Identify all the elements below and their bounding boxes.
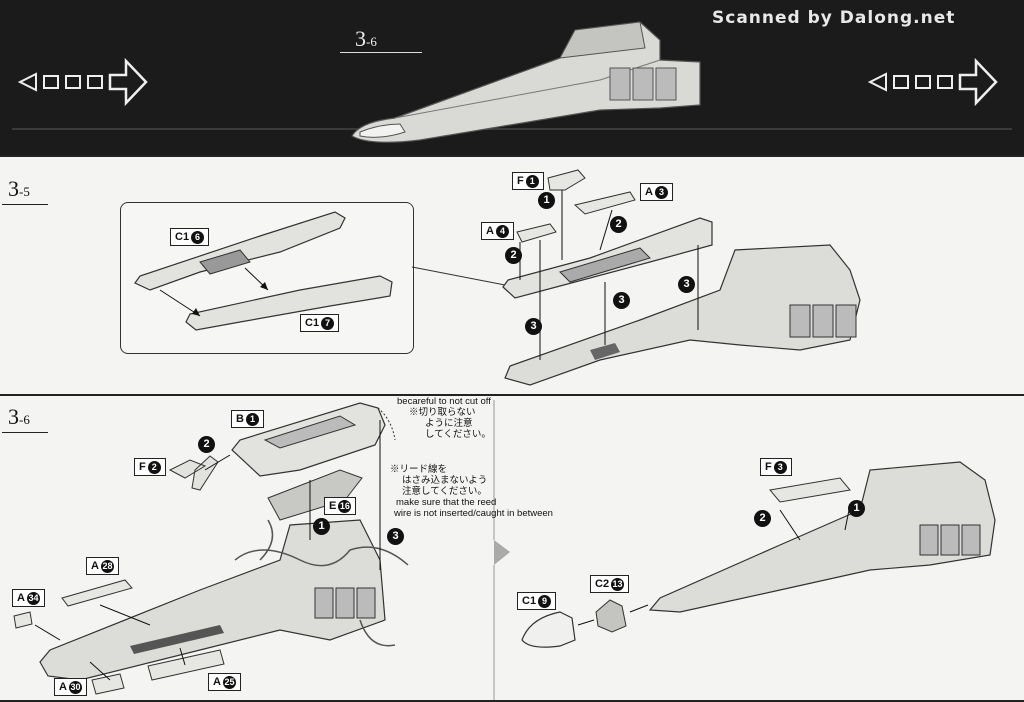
caution-note-cut-jp3: してください。 xyxy=(425,429,491,440)
part-number: 16 xyxy=(338,499,352,513)
caution-note-cut-en: becareful to not cut off xyxy=(397,396,491,407)
part-letter: C1 xyxy=(522,595,537,607)
part-letter: F xyxy=(139,461,146,473)
caution-note-cut-jp2: ように注意 xyxy=(425,418,473,429)
scanner-watermark: Scanned by Dalong.net xyxy=(712,8,956,28)
header-step-sub: -6 xyxy=(366,34,377,49)
order-mark: 3 xyxy=(613,292,630,309)
step-3-5-sub: -5 xyxy=(19,184,30,199)
caution-note-wire-en1: make sure that the reed xyxy=(396,497,497,508)
part-letter: A xyxy=(486,225,494,237)
part-letter: C1 xyxy=(305,317,320,329)
part-letter: C1 xyxy=(175,231,190,243)
step-3-5-underline xyxy=(2,204,48,205)
part-letter: B xyxy=(236,413,244,425)
step-3-5-number: 3 xyxy=(8,176,19,201)
assembled-ship-illustration xyxy=(351,21,701,143)
order-mark: 2 xyxy=(754,510,771,527)
step-header-banner: Scanned by Dalong.net 3-6 xyxy=(0,0,1024,155)
part-number: 9 xyxy=(538,594,552,608)
header-divider xyxy=(12,128,1012,130)
part-number: 13 xyxy=(611,577,625,591)
step-3-6-number: 3 xyxy=(8,404,19,429)
step-3-6-label: 3-6 xyxy=(2,404,48,433)
step-3-6-underline xyxy=(2,432,48,433)
header-step-number: 3 xyxy=(355,26,366,51)
progress-arrow-icon xyxy=(868,57,998,107)
caution-note-wire-jp3: 注意してください。 xyxy=(402,486,487,497)
order-mark: 3 xyxy=(525,318,542,335)
caution-note-cut-jp1: ※切り取らない xyxy=(409,407,476,418)
part-letter: F xyxy=(517,175,524,187)
order-mark: 1 xyxy=(538,192,555,209)
part-letter: E xyxy=(329,500,337,512)
caution-note-wire-en2: wire is not inserted/caught in between xyxy=(394,508,553,519)
part-number: 30 xyxy=(68,680,82,694)
panel-border-bottom xyxy=(0,700,1024,702)
part-number: 7 xyxy=(321,316,335,330)
part-number: 1 xyxy=(245,412,259,426)
order-mark: 2 xyxy=(505,247,522,264)
part-number: 2 xyxy=(147,460,161,474)
order-mark: 1 xyxy=(313,518,330,535)
part-letter: A xyxy=(59,681,67,693)
part-number: 28 xyxy=(100,559,114,573)
part-letter: C2 xyxy=(595,578,610,590)
part-letter: F xyxy=(765,461,772,473)
caution-note-cut: becareful to not cut off ※切り取らない ように注意 し… xyxy=(397,396,491,440)
part-number: 6 xyxy=(191,230,205,244)
order-mark: 3 xyxy=(387,528,404,545)
part-number: 4 xyxy=(495,224,509,238)
caution-note-wire-jp1: ※リード線を xyxy=(390,464,448,475)
part-letter: A xyxy=(91,560,99,572)
step-3-6-sub: -6 xyxy=(19,412,30,427)
panel-border-top xyxy=(0,155,1024,157)
progress-arrow-icon xyxy=(18,57,148,107)
order-mark: 1 xyxy=(848,500,865,517)
part-number: 25 xyxy=(222,675,236,689)
part-letter: A xyxy=(645,186,653,198)
part-letter: A xyxy=(213,676,221,688)
part-number: 3 xyxy=(654,185,668,199)
part-number: 1 xyxy=(525,174,539,188)
caution-note-wire-jp2: はさみ込まないよう xyxy=(402,475,488,486)
part-number: 3 xyxy=(773,460,787,474)
header-title-underline xyxy=(340,52,422,53)
order-mark: 2 xyxy=(198,436,215,453)
header-step-title: 3-6 xyxy=(355,26,377,52)
step-3-5-label: 3-5 xyxy=(2,176,48,205)
order-mark: 2 xyxy=(610,216,627,233)
part-number: 34 xyxy=(26,591,40,605)
caution-note-wire: ※リード線を はさみ込まないよう 注意してください。 make sure tha… xyxy=(390,464,553,519)
panel-border-mid xyxy=(0,394,1024,396)
part-letter: A xyxy=(17,592,25,604)
order-mark: 3 xyxy=(678,276,695,293)
